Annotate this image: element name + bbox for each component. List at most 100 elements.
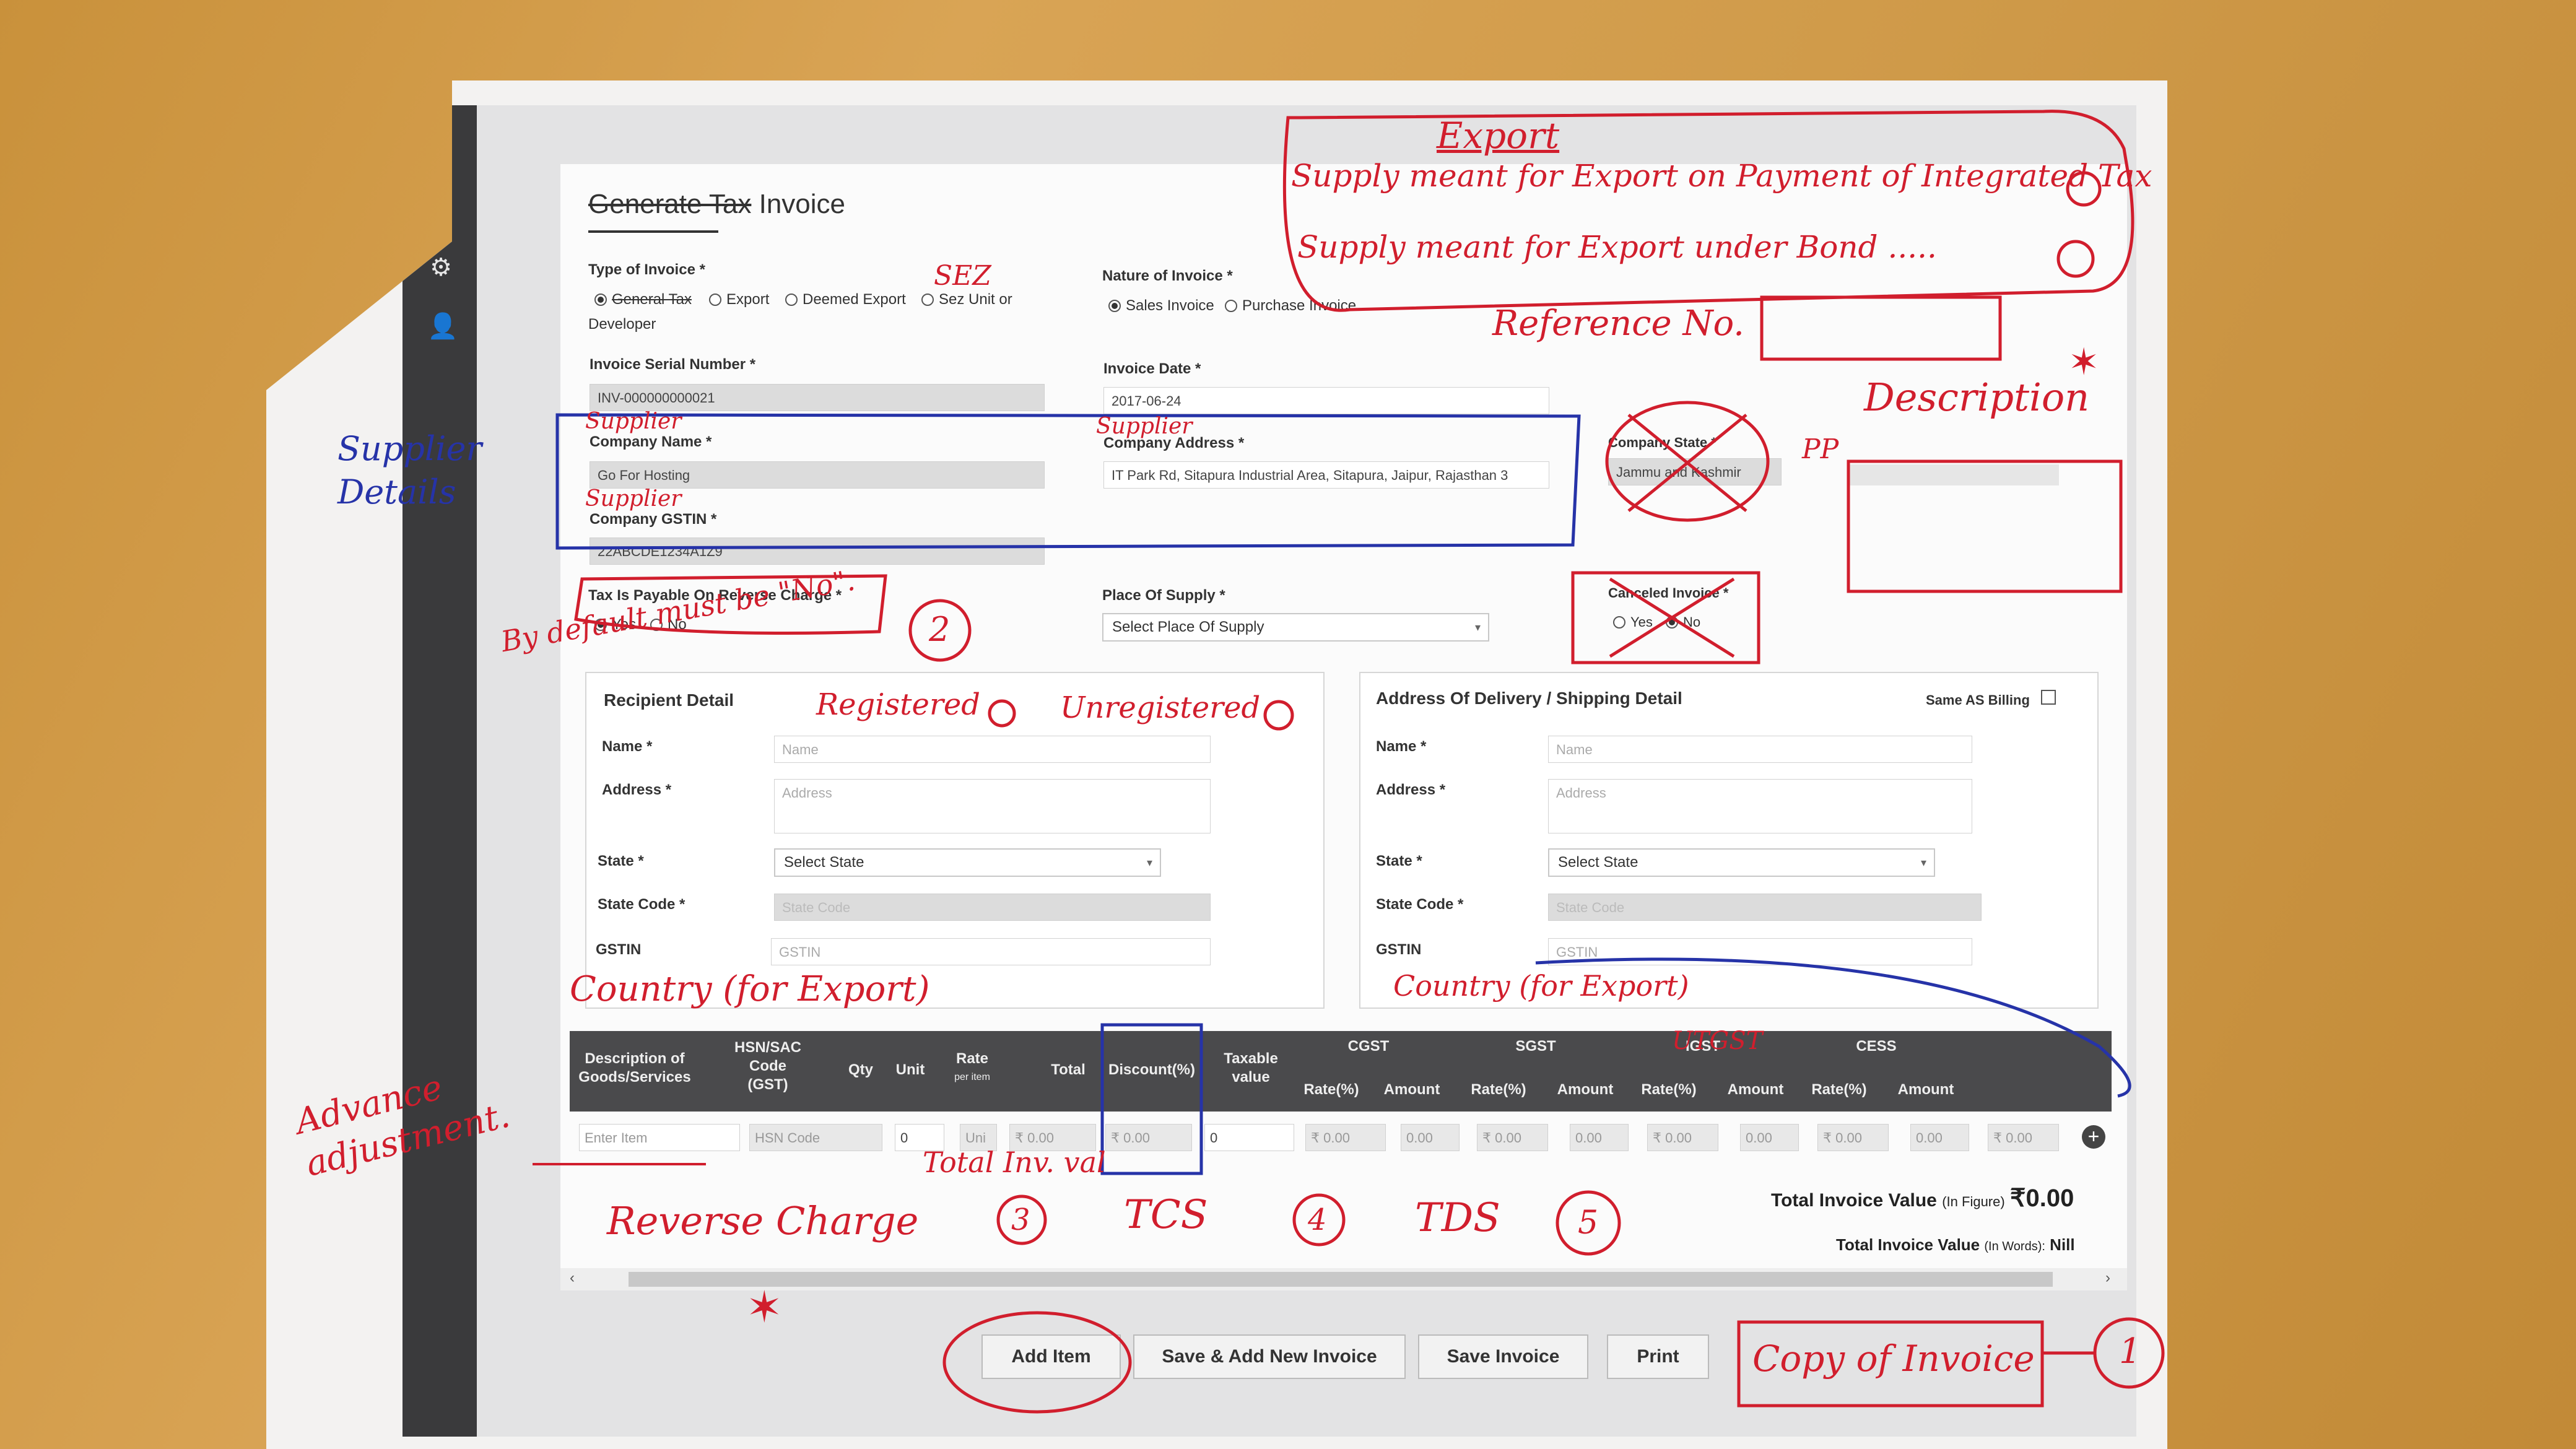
total-words-sub: (In Words): bbox=[1984, 1240, 2045, 1253]
hsn-input[interactable]: HSN Code bbox=[749, 1124, 882, 1151]
type-of-invoice-label: Type of Invoice * bbox=[588, 261, 705, 278]
th-discount: Discount(%) bbox=[1108, 1061, 1195, 1078]
cgst-rate-field[interactable]: 0.00 bbox=[1401, 1124, 1460, 1151]
radio-export[interactable]: Export bbox=[709, 291, 769, 308]
radio-dot[interactable] bbox=[709, 294, 721, 306]
rate-input[interactable]: ₹ 0.00 bbox=[1009, 1124, 1096, 1151]
radio-cancelled-yes[interactable]: Yes bbox=[1613, 614, 1653, 630]
radio-general-tax[interactable]: General Tax bbox=[594, 291, 692, 308]
recipient-address-input[interactable]: Address bbox=[774, 779, 1211, 833]
same-as-billing-checkbox[interactable] bbox=[2041, 690, 2056, 705]
radio-sales-label: Sales Invoice bbox=[1126, 297, 1214, 314]
radio-dot[interactable] bbox=[1108, 300, 1121, 312]
radio-cancelled-no-label: No bbox=[1683, 614, 1701, 630]
shipping-title: Address Of Delivery / Shipping Detail bbox=[1376, 689, 1682, 708]
invoice-date-field[interactable]: 2017-06-24 bbox=[1103, 387, 1549, 414]
cgst-amount-field[interactable]: ₹ 0.00 bbox=[1477, 1124, 1548, 1151]
gear-icon[interactable]: ⚙ bbox=[430, 195, 452, 222]
shipping-state-select[interactable]: Select State▾ bbox=[1548, 848, 1935, 877]
th-sgst-amount: Amount bbox=[1557, 1081, 1614, 1098]
page-title-struck: Generate Tax bbox=[588, 189, 752, 219]
scroll-left-icon[interactable]: ‹ bbox=[570, 1269, 575, 1286]
company-name-field[interactable]: Go For Hosting bbox=[590, 461, 1045, 489]
sgst-amount-field[interactable]: ₹ 0.00 bbox=[1647, 1124, 1718, 1151]
radio-cancelled-no[interactable]: No bbox=[1666, 614, 1700, 630]
igst-amount-field[interactable]: ₹ 0.00 bbox=[1817, 1124, 1889, 1151]
place-of-supply-label: Place Of Supply * bbox=[1102, 587, 1225, 604]
radio-cancelled-yes-label: Yes bbox=[1630, 614, 1653, 630]
company-state-field[interactable]: Jammu and Kashmir bbox=[1608, 458, 1782, 485]
note-num-4: 4 bbox=[1308, 1203, 1327, 1237]
radio-dot[interactable] bbox=[785, 294, 798, 306]
taxable-field[interactable]: ₹ 0.00 bbox=[1305, 1124, 1386, 1151]
scroll-right-icon[interactable]: › bbox=[2105, 1269, 2110, 1286]
note-num-2: 2 bbox=[929, 610, 951, 649]
total-figure-value: ₹0.00 bbox=[2010, 1185, 2074, 1212]
radio-dot[interactable] bbox=[921, 294, 934, 306]
th-total: Total bbox=[1051, 1061, 1086, 1078]
note-reverse-charge: Reverse Charge bbox=[607, 1198, 919, 1243]
total-words-value: Nill bbox=[2050, 1235, 2075, 1254]
star-icon: ✶ bbox=[2068, 341, 2100, 384]
same-as-billing-label: Same AS Billing bbox=[1926, 692, 2030, 708]
recipient-state-select[interactable]: Select State▾ bbox=[774, 848, 1161, 877]
serial-number-label: Invoice Serial Number * bbox=[590, 356, 756, 373]
unit-input[interactable]: Uni bbox=[960, 1124, 997, 1151]
users-icon[interactable]: 👤 bbox=[427, 313, 458, 340]
radio-dot[interactable] bbox=[594, 294, 607, 306]
th-cess: CESS bbox=[1856, 1038, 1897, 1055]
item-input[interactable]: Enter Item bbox=[579, 1124, 740, 1151]
total-words-label: Total Invoice Value bbox=[1836, 1235, 1980, 1254]
company-gstin-field[interactable]: 22ABCDE1234A1Z9 bbox=[590, 537, 1045, 565]
place-of-supply-select[interactable]: Select Place Of Supply▾ bbox=[1102, 613, 1489, 642]
th-cgst-amount: Amount bbox=[1383, 1081, 1440, 1098]
company-name-label: Company Name * bbox=[590, 433, 712, 450]
radio-deemed-export[interactable]: Deemed Export bbox=[785, 291, 906, 308]
radio-sez[interactable]: Sez Unit or bbox=[921, 291, 1012, 308]
screen-icon[interactable]: ▭ bbox=[429, 130, 453, 157]
radio-purchase-invoice[interactable]: Purchase Invoice bbox=[1225, 297, 1356, 315]
note-tds: TDS bbox=[1415, 1195, 1500, 1241]
shipping-address-input[interactable]: Address bbox=[1548, 779, 1972, 833]
radio-dot[interactable] bbox=[1225, 300, 1237, 312]
recipient-gstin-input[interactable]: GSTIN bbox=[771, 938, 1211, 965]
recipient-state-label: State * bbox=[598, 853, 644, 869]
horizontal-scrollbar[interactable]: ‹ › bbox=[560, 1268, 2127, 1290]
shipping-name-label: Name * bbox=[1376, 738, 1427, 755]
shipping-name-input[interactable]: Name bbox=[1548, 736, 1972, 763]
radio-sales-invoice[interactable]: Sales Invoice bbox=[1108, 297, 1214, 315]
shipping-state-code-label: State Code * bbox=[1376, 896, 1464, 913]
shipping-gstin-label: GSTIN bbox=[1376, 941, 1422, 958]
note-supplier-1: Supplier bbox=[585, 409, 682, 434]
company-address-field[interactable]: IT Park Rd, Sitapura Industrial Area, Si… bbox=[1103, 461, 1549, 489]
radio-dot[interactable] bbox=[1666, 616, 1678, 629]
qty-stepper[interactable]: 0 bbox=[895, 1124, 944, 1151]
add-item-button[interactable]: Add Item bbox=[981, 1334, 1121, 1379]
add-row-icon[interactable]: + bbox=[2082, 1125, 2105, 1149]
serial-number-field[interactable]: INV-000000000021 bbox=[590, 384, 1045, 411]
note-num-3: 3 bbox=[1011, 1203, 1030, 1237]
save-add-new-button[interactable]: Save & Add New Invoice bbox=[1133, 1334, 1406, 1379]
sgst-rate-field[interactable]: 0.00 bbox=[1570, 1124, 1629, 1151]
total-figure-sub: (In Figure) bbox=[1942, 1194, 2005, 1209]
settings-icon[interactable]: ⚙ bbox=[430, 254, 452, 281]
total-field[interactable]: ₹ 0.00 bbox=[1105, 1124, 1192, 1151]
igst-rate-field[interactable]: 0.00 bbox=[1740, 1124, 1799, 1151]
recipient-state-code-field[interactable]: State Code bbox=[774, 894, 1211, 921]
note-export: Export bbox=[1437, 115, 1560, 157]
radio-sez-label: Sez Unit or bbox=[939, 291, 1012, 308]
discount-input[interactable]: 0 bbox=[1204, 1124, 1294, 1151]
scrollbar-thumb[interactable] bbox=[629, 1272, 2053, 1287]
print-button[interactable]: Print bbox=[1607, 1334, 1709, 1379]
cess-amount-field[interactable]: ₹ 0.00 bbox=[1988, 1124, 2059, 1151]
shipping-state-code-field[interactable]: State Code bbox=[1548, 894, 1982, 921]
shipping-gstin-input[interactable]: GSTIN bbox=[1548, 938, 1972, 965]
recipient-name-input[interactable]: Name bbox=[774, 736, 1211, 763]
save-invoice-button[interactable]: Save Invoice bbox=[1418, 1334, 1588, 1379]
recipient-address-label: Address * bbox=[602, 781, 672, 798]
cess-rate-field[interactable]: 0.00 bbox=[1910, 1124, 1969, 1151]
cancelled-invoice-label: Canceled Invoice * bbox=[1608, 585, 1729, 601]
radio-dot[interactable] bbox=[1613, 616, 1625, 629]
th-cess-amount: Amount bbox=[1897, 1081, 1954, 1098]
